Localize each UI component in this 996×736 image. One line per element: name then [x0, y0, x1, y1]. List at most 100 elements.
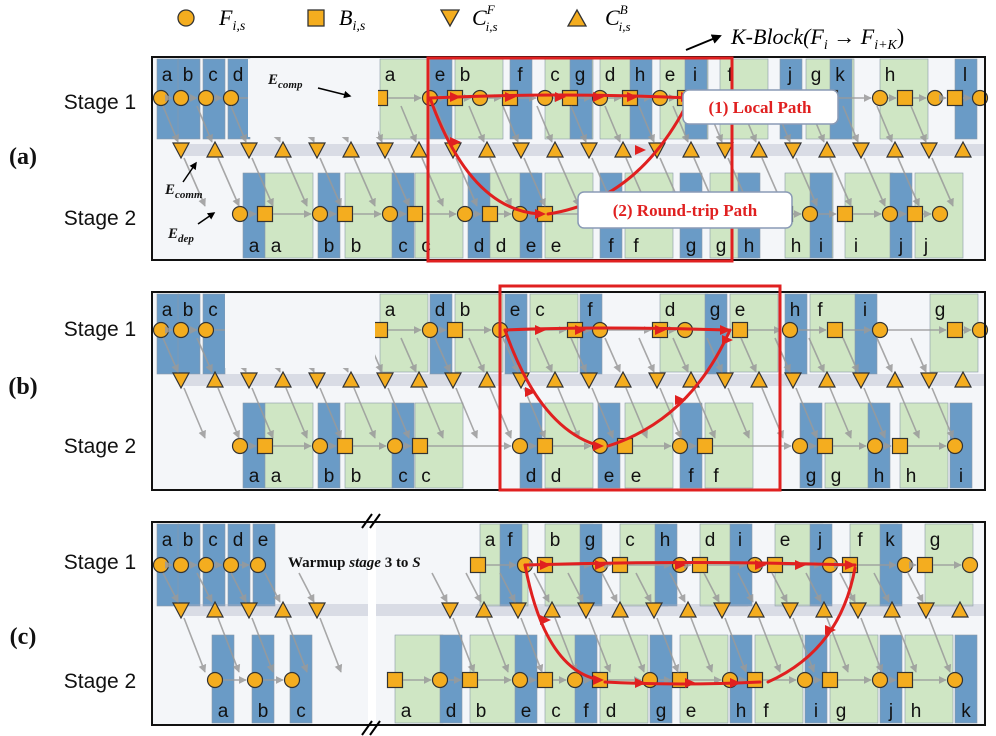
backward-node: [746, 671, 764, 689]
block-label: f: [763, 701, 769, 722]
comm-backward-node: [274, 370, 292, 388]
dependency-edge: [894, 617, 918, 673]
block-label: a: [162, 300, 173, 321]
dependency-edge: [455, 387, 478, 439]
block-label: c: [208, 300, 218, 321]
round-trip-down: [523, 563, 602, 682]
block-label: a: [162, 65, 173, 86]
block-label: b: [258, 701, 269, 722]
path-arrowhead: [555, 92, 566, 102]
e-comm-arrow: [182, 161, 197, 183]
dependency-edge: [829, 387, 852, 439]
stage1-label: Stage 1: [64, 318, 136, 341]
block-label: h: [911, 701, 922, 722]
dependency-edge: [162, 337, 179, 373]
backward-node: [256, 437, 274, 455]
dependency-edge: [387, 157, 410, 207]
block-label: h: [736, 701, 747, 722]
block-label: j: [817, 530, 822, 551]
comm-forward-node: [784, 372, 802, 390]
block-label: d: [605, 65, 616, 86]
backward-node: [896, 89, 914, 107]
backward-node: [896, 671, 914, 689]
forward-node: [536, 89, 554, 107]
dependency-edge: [795, 387, 818, 439]
round-trip-text: (2) Round-trip Path: [613, 201, 758, 220]
block-label: c: [550, 65, 560, 86]
backward-node: [821, 671, 839, 689]
comm-forward-node: [509, 602, 527, 620]
dependency-edge: [771, 572, 788, 603]
dependency-edge: [455, 157, 478, 207]
block-label: a: [162, 530, 173, 551]
block-label: f: [507, 530, 513, 551]
comm-backward-node: [274, 600, 292, 618]
block-label: i: [959, 466, 963, 487]
comm-backward-node: [747, 600, 765, 618]
block-label: g: [686, 236, 697, 257]
timeline-break: [368, 524, 376, 724]
comm-forward-node: [917, 602, 935, 620]
forward-node: [421, 321, 439, 339]
dependency-edge: [693, 387, 716, 439]
dependency-edge: [876, 105, 893, 143]
path-arrowhead: [627, 92, 638, 102]
stage2-label: Stage 2: [64, 670, 136, 693]
dependency-edge: [183, 617, 207, 673]
dependency-edge: [285, 157, 308, 207]
forward-node: [197, 89, 215, 107]
comm-backward-node: [815, 600, 833, 618]
forward-node: [152, 89, 170, 107]
path-arrowhead: [722, 335, 733, 345]
comm-backward-node: [886, 370, 904, 388]
backward-node: [461, 671, 479, 689]
dependency-edge: [928, 617, 952, 673]
block-label: i: [819, 236, 823, 257]
dependency-edge: [468, 337, 485, 373]
panel-b-overlay: [225, 284, 782, 492]
dependency-edge: [842, 337, 859, 373]
forward-node: [511, 671, 529, 689]
forward-node: [456, 205, 474, 223]
panel-label-c: (c): [10, 624, 37, 650]
path-arrowhead: [595, 560, 606, 570]
block-label: e: [521, 701, 532, 722]
block-label: h: [791, 236, 802, 257]
dependency-edge: [421, 387, 444, 439]
comm-forward-node: [852, 372, 870, 390]
forward-node: [311, 205, 329, 223]
forward-node: [866, 437, 884, 455]
path-arrowhead: [525, 387, 536, 397]
backward-node: [731, 321, 749, 339]
dependency-edge: [635, 572, 652, 603]
dependency-edge: [897, 157, 920, 207]
block-label: g: [811, 65, 822, 86]
forward-node: [946, 437, 964, 455]
backward-node: [906, 205, 924, 223]
dependency-edge: [196, 337, 213, 373]
dependency-edge: [486, 617, 510, 673]
block-label: a: [485, 530, 496, 551]
e-comm-label: Ecomm: [164, 182, 203, 201]
comm-forward-node: [240, 372, 258, 390]
path-arrowhead: [535, 325, 546, 335]
block-label: h: [635, 65, 646, 86]
forward-node: [197, 556, 215, 574]
dependency-edge: [520, 617, 544, 673]
forward-node: [881, 205, 899, 223]
dependency-edge: [876, 337, 893, 373]
dependency-edge: [931, 387, 954, 439]
comm-forward-node: [781, 602, 799, 620]
path-arrowhead: [730, 678, 741, 688]
dependency-edge: [251, 387, 274, 439]
block-label: b: [183, 530, 194, 551]
block-label: h: [885, 65, 896, 86]
dependency-edge: [829, 157, 852, 207]
backward-node: [469, 556, 487, 574]
block-label: f: [583, 701, 589, 722]
block-label: a: [249, 236, 260, 257]
dependency-edge: [452, 617, 476, 673]
path-arrowhead: [795, 560, 806, 570]
backward-node: [446, 321, 464, 339]
